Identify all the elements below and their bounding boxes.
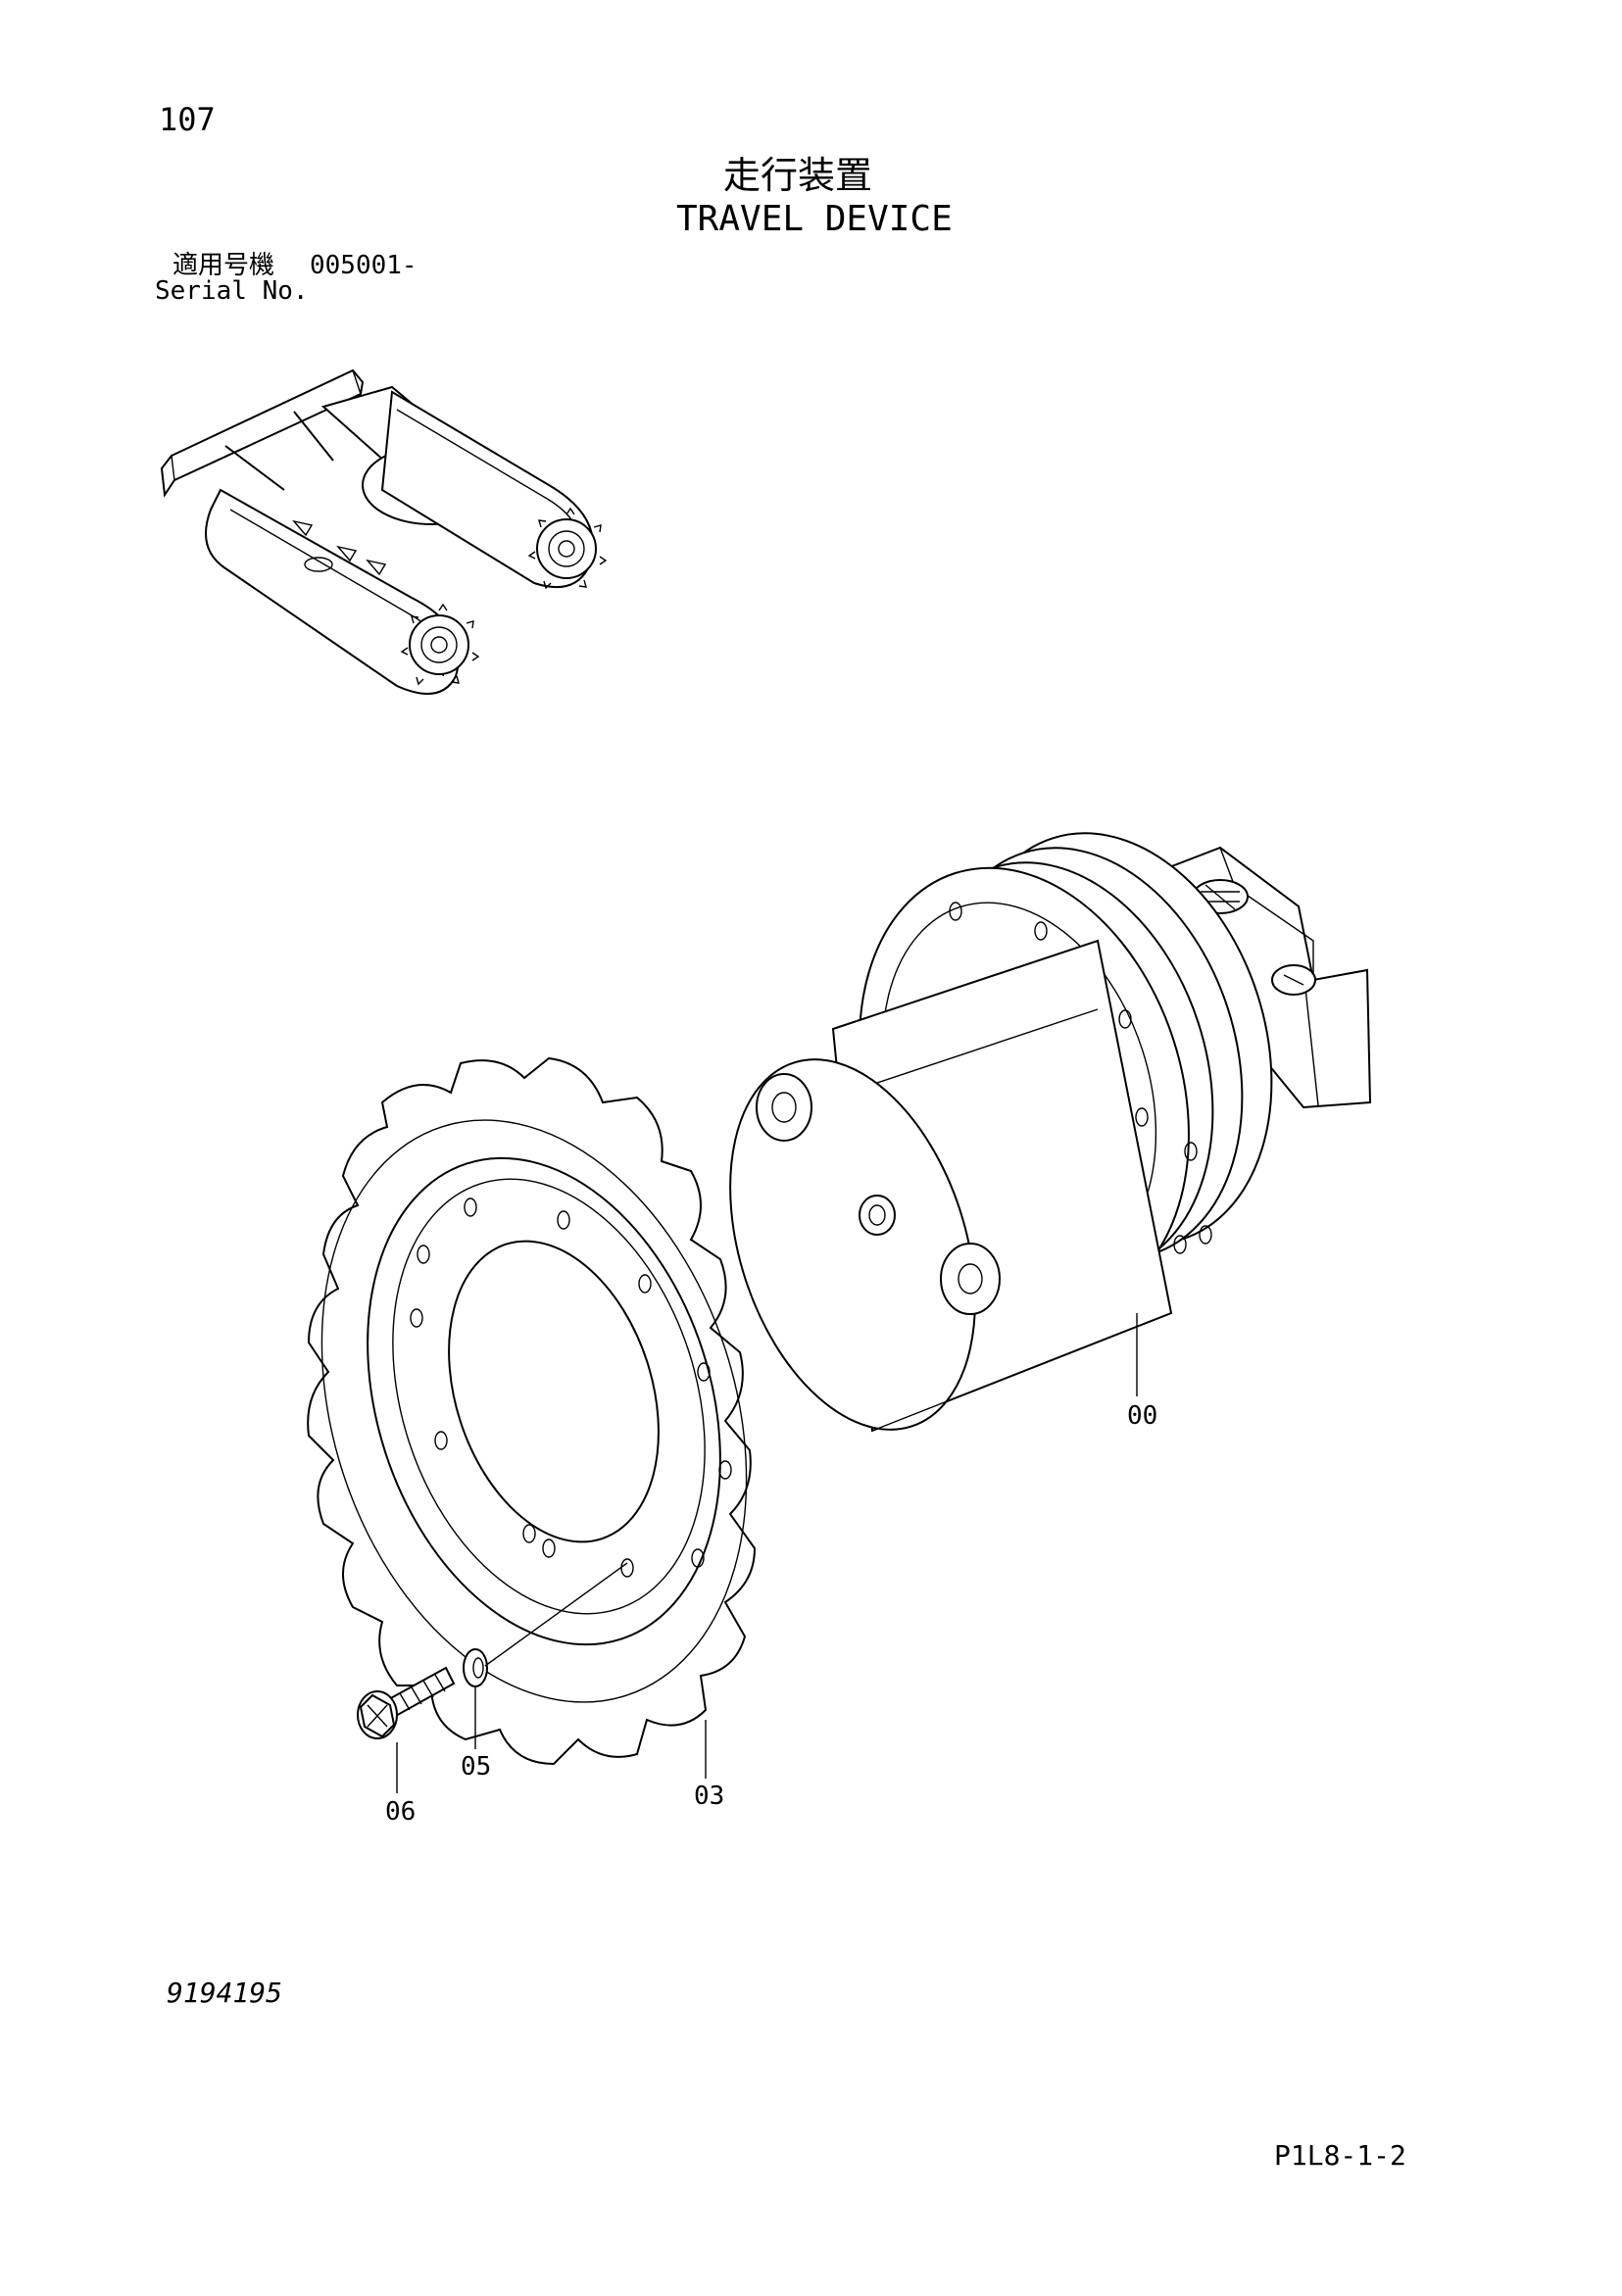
page-code: P1L8-1-2 [1274,2139,1406,2172]
right-sprocket-illustration [527,507,608,590]
callout-washer: 05 [461,1752,492,1782]
undercarriage-overview-illustration [160,368,608,695]
bolt-illustration [357,1666,456,1739]
title-english: TRAVEL DEVICE [676,199,953,239]
callout-travel-motor: 00 [1127,1401,1158,1431]
serial-label-japanese: 適用号機 [172,251,275,280]
left-sprocket-illustration [400,603,480,686]
leader-lines [396,1312,1172,1793]
serial-label-english: Serial No. [155,276,309,306]
travel-motor-illustration [729,832,1372,1433]
page-number: 107 [159,101,216,138]
washer-illustration [463,1648,488,1687]
callout-bolt: 06 [385,1797,417,1827]
sprocket-illustration [307,1056,757,1766]
title-japanese: 走行装置 [723,154,873,197]
document-number: 9194195 [167,1977,283,2009]
serial-value: 005001- [310,251,418,280]
callout-sprocket: 03 [694,1782,725,1811]
